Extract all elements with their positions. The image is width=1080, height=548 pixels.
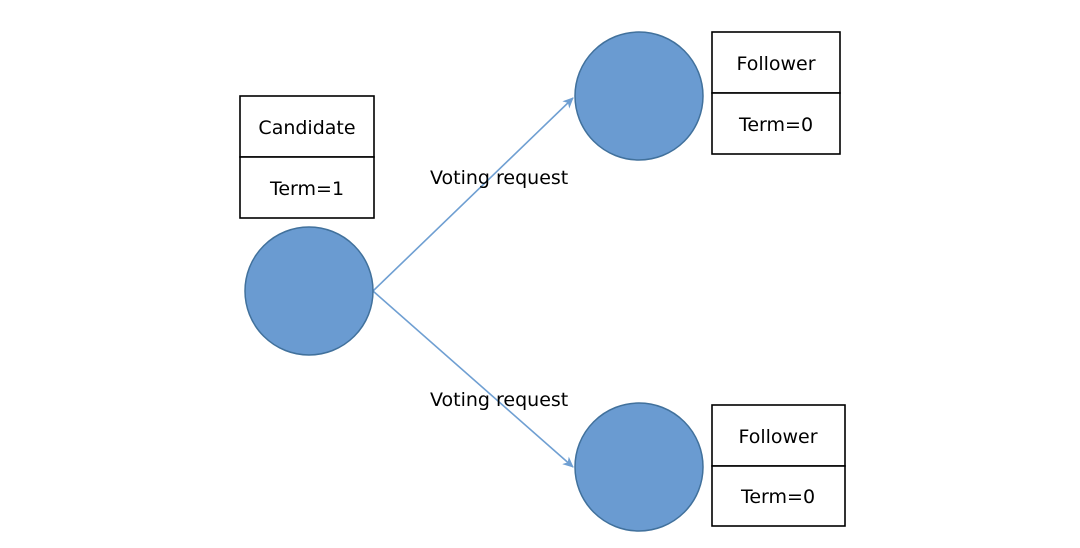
edge-label-top: Voting request xyxy=(430,167,568,189)
follower-top-role-label: Follower xyxy=(736,53,815,75)
candidate-term-cell xyxy=(239,156,375,219)
edge-candidate-to-follower-bottom xyxy=(372,290,574,468)
follower-top-node xyxy=(574,31,704,161)
follower-bottom-term-cell xyxy=(711,465,846,527)
follower-bottom-node xyxy=(574,402,704,532)
edge-candidate-to-follower-top xyxy=(372,97,574,292)
candidate-term-label: Term=1 xyxy=(269,178,344,200)
follower-top-term-cell xyxy=(711,92,841,155)
candidate-state-box: Candidate Term=1 xyxy=(239,95,375,219)
follower-top-state-box: Follower Term=0 xyxy=(711,31,841,155)
candidate-node xyxy=(244,226,374,356)
candidate-role-label: Candidate xyxy=(258,117,355,139)
follower-bottom-role-label: Follower xyxy=(738,426,817,448)
candidate-role-cell xyxy=(239,95,375,158)
follower-top-term-label: Term=0 xyxy=(738,114,813,136)
follower-bottom-term-label: Term=0 xyxy=(740,486,815,508)
follower-bottom-state-box: Follower Term=0 xyxy=(711,404,846,527)
follower-top-role-cell xyxy=(711,31,841,94)
edge-label-bottom: Voting request xyxy=(430,389,568,411)
